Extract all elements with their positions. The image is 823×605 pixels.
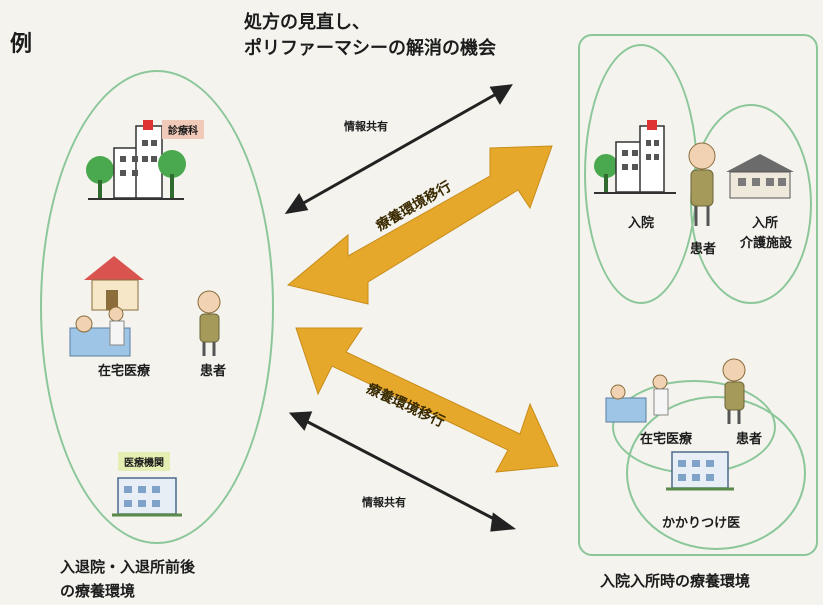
info-share-label-top: 情報共有 <box>344 120 388 133</box>
info-share-arrow-bottom <box>288 411 517 532</box>
right-environment-box <box>578 34 818 556</box>
patient-label-left: 患者 <box>200 364 227 379</box>
left-caption-line2: の療養環境 <box>60 582 136 600</box>
right-caption: 入院入所時の療養環境 <box>600 572 751 590</box>
home-care-scene-icon-right <box>605 374 669 423</box>
transition-arrow-bottom <box>295 327 559 473</box>
home-care-label-left: 在宅医療 <box>98 364 151 379</box>
right-facility-ellipse <box>690 104 812 304</box>
title-line2: ポリファーマシーの解消の機会 <box>244 38 496 59</box>
patient-icon-left <box>197 290 221 356</box>
info-share-arrow-top <box>284 84 513 215</box>
admission-label: 入院 <box>628 216 655 231</box>
patient-label-right-top: 患者 <box>690 242 717 257</box>
medical-institution-tag: 医療機関 <box>118 452 170 471</box>
clinic-tag: 診療科 <box>162 120 204 139</box>
facility-label-line1: 入所 <box>752 216 779 231</box>
clinic-building-icon <box>86 120 186 200</box>
patient-icon-right-top <box>688 142 716 226</box>
patient-icon-right-bottom <box>722 358 746 424</box>
title-line1: 処方の見直し、 <box>244 12 370 33</box>
hospital-building-icon <box>594 120 676 194</box>
info-share-label-bottom: 情報共有 <box>362 496 406 509</box>
patient-label-right-bottom: 患者 <box>736 432 763 447</box>
family-doctor-clinic-icon <box>666 451 734 491</box>
home-care-scene-icon <box>69 306 131 357</box>
family-doctor-label: かかりつけ医 <box>662 516 741 531</box>
facility-label-line2: 介護施設 <box>740 236 793 251</box>
left-caption-line1: 入退院・入退所前後 <box>60 558 196 576</box>
left-environment-ellipse <box>40 70 274 544</box>
transition-arrow-top <box>286 145 553 305</box>
right-familydoctor-ellipse <box>626 396 806 550</box>
home-care-label-right: 在宅医療 <box>640 432 693 447</box>
medical-institution-icon <box>112 477 182 517</box>
house-icon <box>84 256 144 311</box>
care-facility-icon <box>726 154 794 199</box>
example-label: 例 <box>10 32 33 57</box>
